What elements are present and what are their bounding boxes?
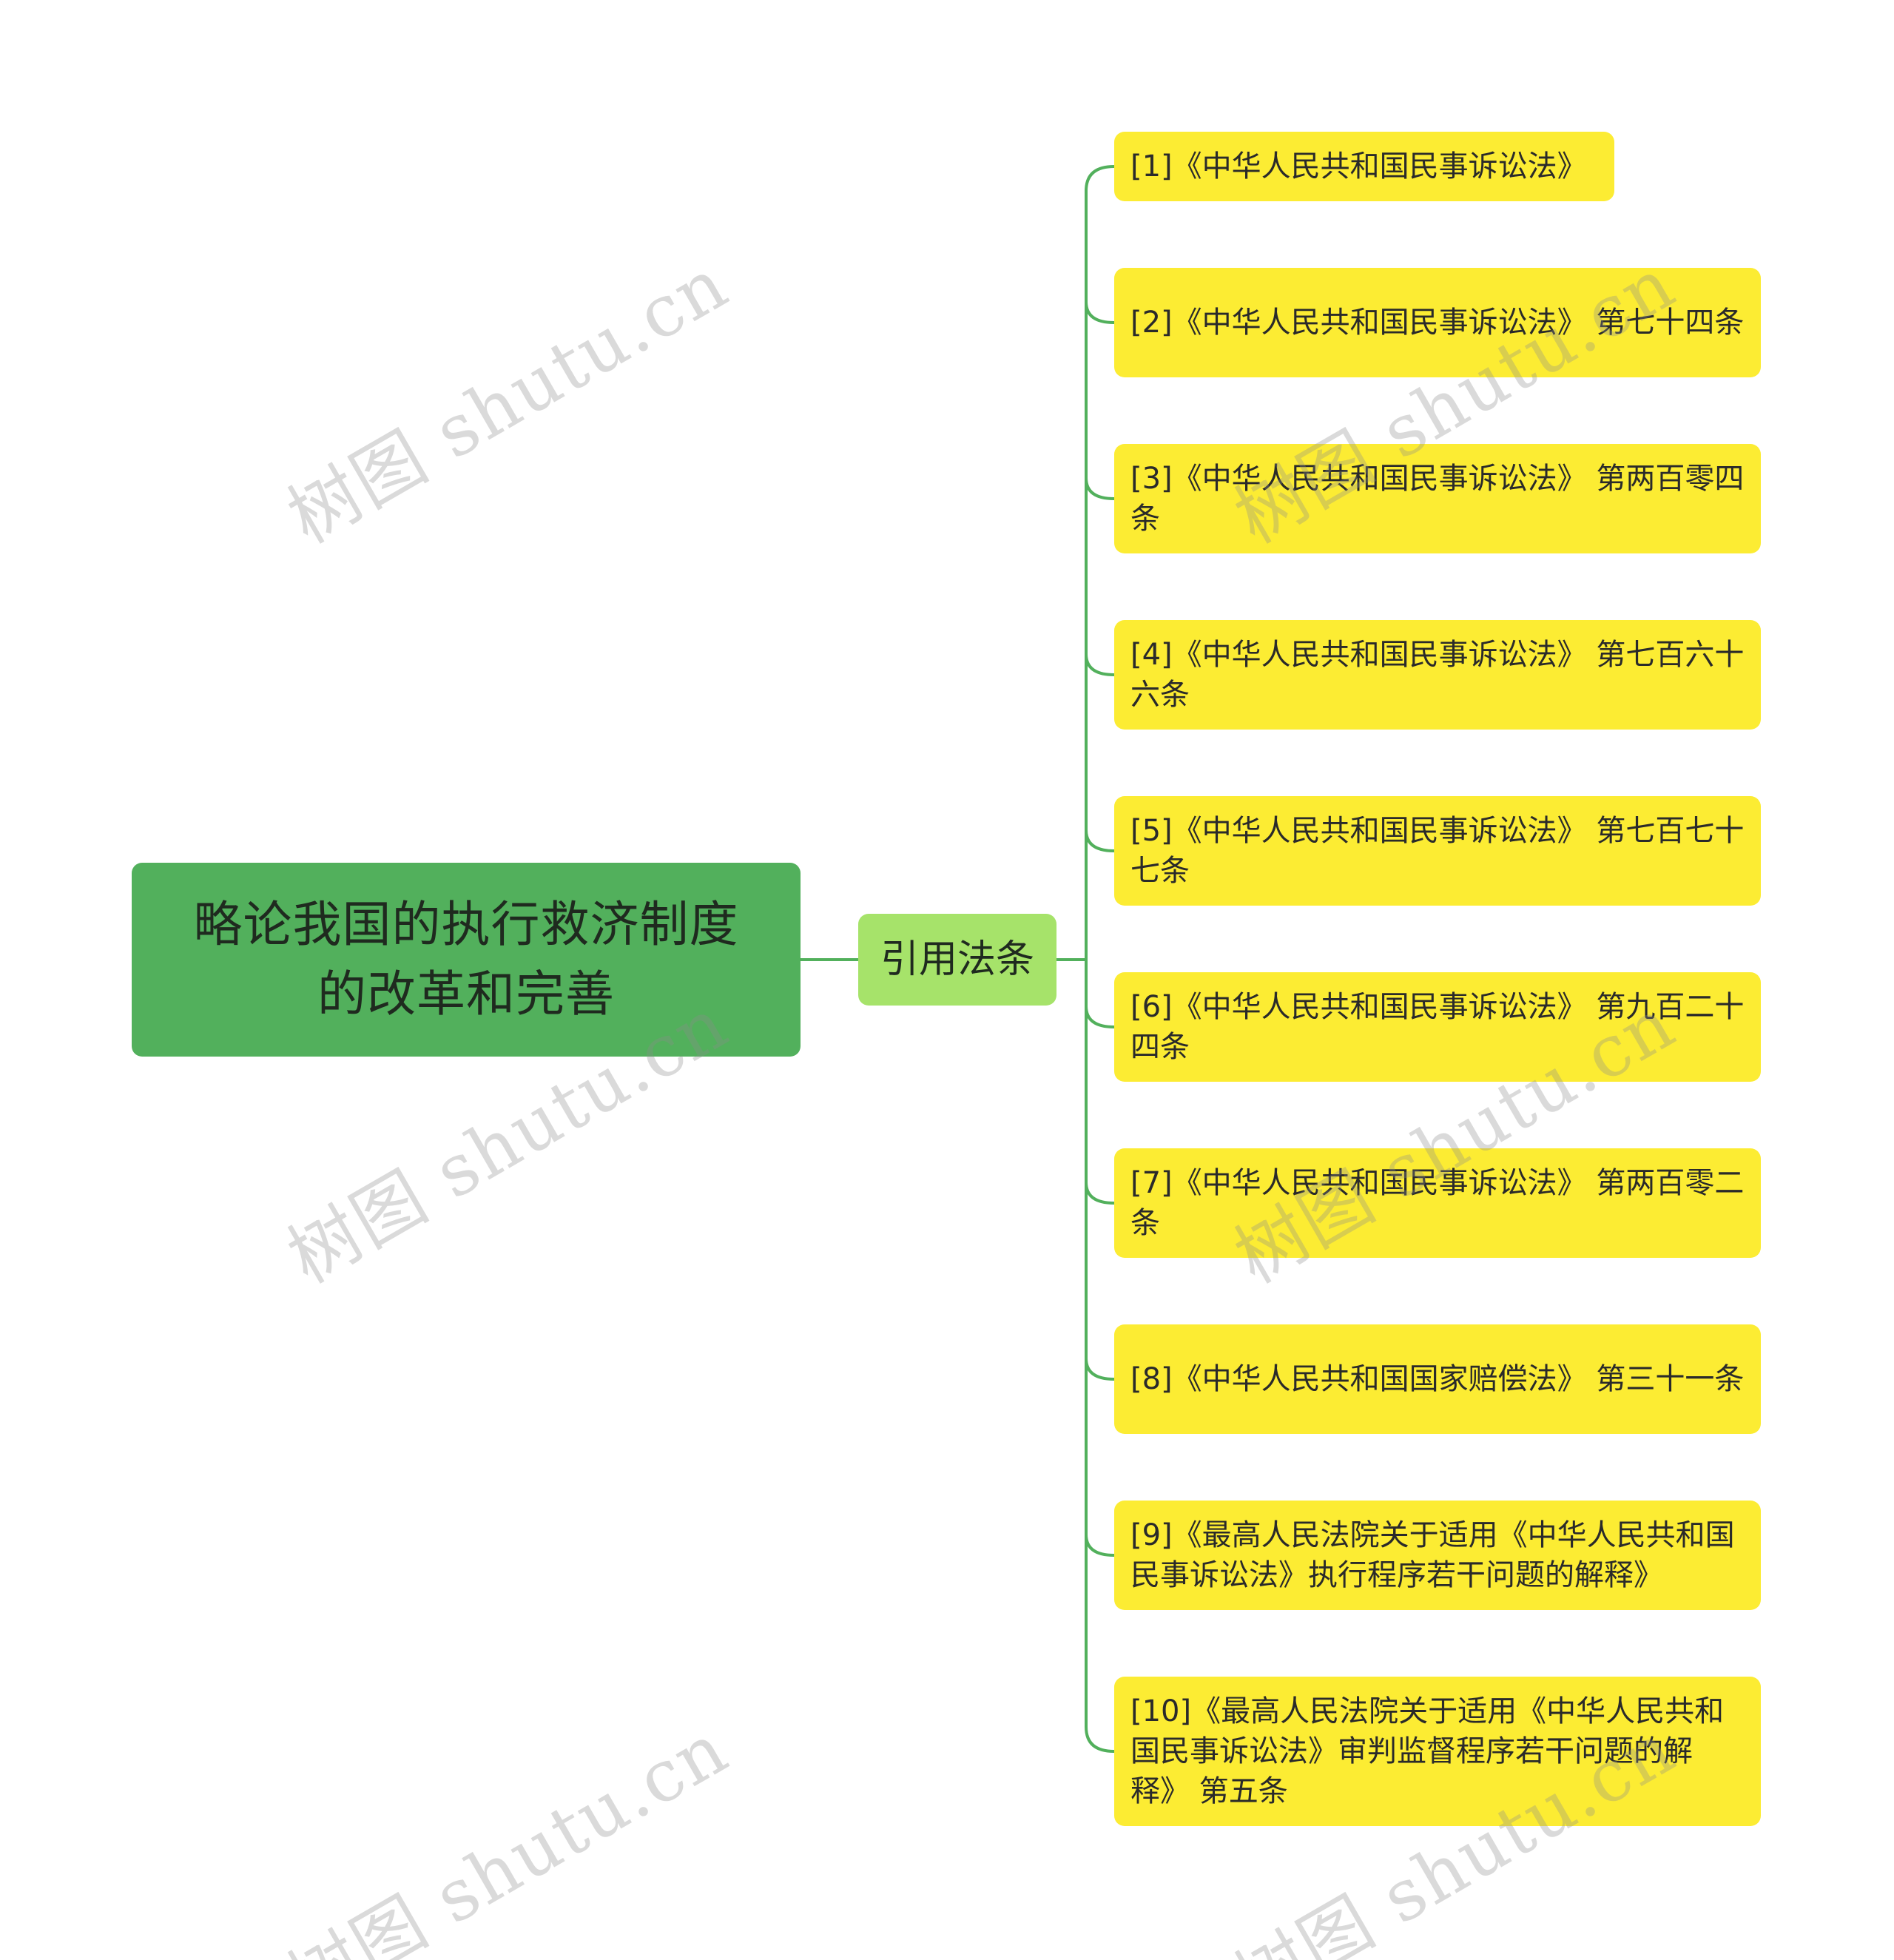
leaf-topic-node-8[interactable]: [8]《中华人民共和国国家赔偿法》 第三十一条	[1114, 1324, 1761, 1434]
leaf-topic-node-1[interactable]: [1]《中华人民共和国民事诉讼法》	[1114, 132, 1614, 201]
root-topic-node[interactable]: 略论我国的执行救济制度的改革和完善	[132, 863, 801, 1057]
leaf-connector	[1085, 1534, 1115, 1557]
leaf-topic-node-2[interactable]: [2]《中华人民共和国民事诉讼法》 第七十四条	[1114, 268, 1761, 377]
leaf-topic-node-9[interactable]: [9]《最高人民法院关于适用《中华人民共和国民事诉讼法》执行程序若干问题的解释》	[1114, 1501, 1761, 1610]
root-topic-label: 略论我国的执行救济制度的改革和完善	[194, 890, 739, 1029]
leaf-topic-node-6[interactable]: [6]《中华人民共和国民事诉讼法》 第九百二十四条	[1114, 972, 1761, 1082]
leaf-topic-label: [1]《中华人民共和国民事诉讼法》	[1130, 149, 1587, 183]
root-topic-line-2: 的改革和完善	[317, 966, 615, 1023]
leaf-connector	[1085, 1182, 1115, 1205]
leaf-topic-label: [2]《中华人民共和国民事诉讼法》 第七十四条	[1130, 306, 1745, 340]
leaf-topic-node-10[interactable]: [10]《最高人民法院关于适用《中华人民共和国民事诉讼法》审判监督程序若干问题的…	[1114, 1677, 1761, 1826]
leaf-topic-label: [10]《最高人民法院关于适用《中华人民共和国民事诉讼法》审判监督程序若干问题的…	[1130, 1694, 1725, 1808]
leaf-topic-node-3[interactable]: [3]《中华人民共和国民事诉讼法》 第两百零四条	[1114, 444, 1761, 553]
leaf-topic-label: [4]《中华人民共和国民事诉讼法》 第七百六十六条	[1130, 638, 1745, 712]
leaf-connector	[1085, 301, 1115, 324]
leaf-topic-node-7[interactable]: [7]《中华人民共和国民事诉讼法》 第两百零二条	[1114, 1148, 1761, 1258]
root-topic-line-1: 略论我国的执行救济制度	[193, 896, 739, 953]
leaf-topic-label: [7]《中华人民共和国民事诉讼法》 第两百零二条	[1130, 1166, 1745, 1240]
leaf-topic-node-4[interactable]: [4]《中华人民共和国民事诉讼法》 第七百六十六条	[1114, 620, 1761, 730]
leaf-topic-label: [5]《中华人民共和国民事诉讼法》 第七百七十七条	[1130, 814, 1745, 888]
trunk-connector	[1085, 165, 1115, 1753]
branch-topic-label: 引用法条	[880, 937, 1034, 982]
leaf-topic-label: [3]《中华人民共和国民事诉讼法》 第两百零四条	[1130, 462, 1745, 536]
leaf-connector	[1085, 1006, 1115, 1028]
leaf-topic-label: [6]《中华人民共和国民事诉讼法》 第九百二十四条	[1130, 990, 1745, 1064]
leaf-connector	[1085, 477, 1115, 500]
leaf-topic-label: [9]《最高人民法院关于适用《中华人民共和国民事诉讼法》执行程序若干问题的解释》	[1130, 1518, 1735, 1592]
leaf-connector	[1085, 1358, 1115, 1381]
leaf-topic-node-5[interactable]: [5]《中华人民共和国民事诉讼法》 第七百七十七条	[1114, 796, 1761, 906]
leaf-connector	[1085, 653, 1115, 676]
leaf-connector	[1085, 829, 1115, 852]
leaf-topic-label: [8]《中华人民共和国国家赔偿法》 第三十一条	[1130, 1362, 1745, 1396]
branch-topic-node[interactable]: 引用法条	[858, 914, 1056, 1006]
